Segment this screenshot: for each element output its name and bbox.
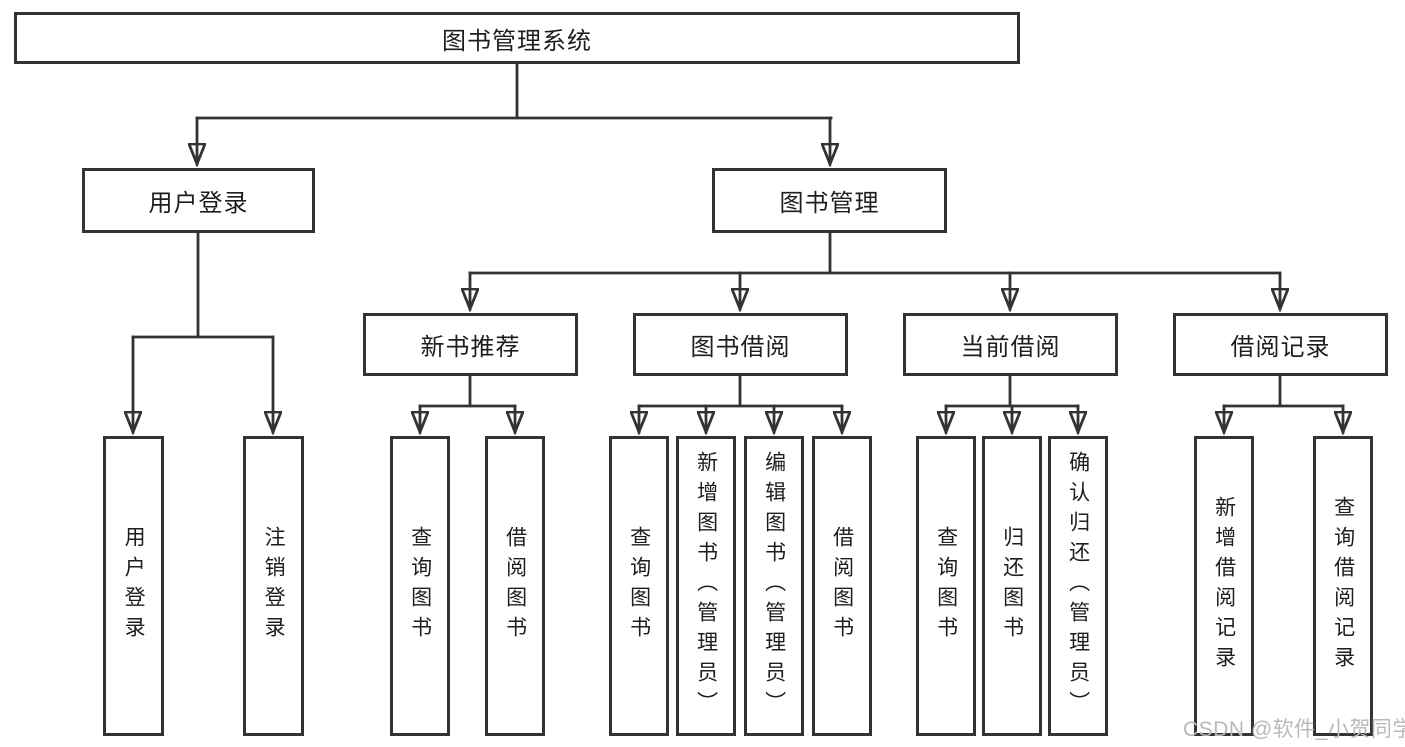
leaf-records-query-record: 查询借阅记录 (1313, 436, 1373, 736)
leaf-user-login: 用户登录 (103, 436, 164, 736)
leaf-borrowing-edit-books-admin-label: 编辑图书（管理员） (762, 451, 786, 721)
leaf-borrowing-query-books: 查询图书 (609, 436, 669, 736)
node-current-borrowing-label: 当前借阅 (960, 334, 1061, 361)
leaf-current-query-books: 查询图书 (916, 436, 976, 736)
leaf-recommend-query-books: 查询图书 (390, 436, 450, 736)
node-book-borrowing-label: 图书借阅 (690, 334, 791, 361)
node-user-login-label: 用户登录 (148, 190, 249, 217)
node-book-management: 图书管理 (712, 168, 947, 233)
leaf-current-confirm-return-admin: 确认归还（管理员） (1048, 436, 1108, 736)
leaf-borrowing-query-books-label: 查询图书 (627, 526, 651, 646)
leaf-borrowing-borrow-books: 借阅图书 (812, 436, 872, 736)
leaf-borrowing-edit-books-admin: 编辑图书（管理员） (744, 436, 804, 736)
leaf-current-confirm-return-admin-label: 确认归还（管理员） (1066, 451, 1090, 721)
leaf-borrowing-borrow-books-label: 借阅图书 (830, 526, 854, 646)
node-new-book-recommend: 新书推荐 (363, 313, 578, 376)
leaf-borrowing-add-books-admin-label: 新增图书（管理员） (694, 451, 718, 721)
node-book-borrowing: 图书借阅 (633, 313, 848, 376)
node-new-book-recommend-label: 新书推荐 (420, 334, 521, 361)
leaf-current-return-books-label: 归还图书 (1000, 526, 1024, 646)
node-current-borrowing: 当前借阅 (903, 313, 1118, 376)
connector-arrows-level3 (470, 271, 1280, 309)
node-root-label: 图书管理系统 (442, 27, 592, 55)
leaf-user-login-label: 用户登录 (122, 526, 146, 646)
node-borrowing-records-label: 借阅记录 (1230, 334, 1331, 361)
leaf-recommend-borrow-books-label: 借阅图书 (503, 526, 527, 646)
leaf-borrowing-add-books-admin: 新增图书（管理员） (676, 436, 736, 736)
node-user-login: 用户登录 (82, 168, 315, 233)
leaf-records-add-record-label: 新增借阅记录 (1212, 496, 1236, 676)
connector-arrows-user-login (133, 335, 273, 432)
leaf-current-return-books: 归还图书 (982, 436, 1042, 736)
node-borrowing-records: 借阅记录 (1173, 313, 1388, 376)
leaf-recommend-borrow-books: 借阅图书 (485, 436, 545, 736)
leaf-records-query-record-label: 查询借阅记录 (1331, 496, 1355, 676)
leaf-current-query-books-label: 查询图书 (934, 526, 958, 646)
leaf-recommend-query-books-label: 查询图书 (408, 526, 432, 646)
node-book-management-label: 图书管理 (779, 190, 880, 217)
leaf-logout: 注销登录 (243, 436, 304, 736)
node-root-library-system: 图书管理系统 (14, 12, 1020, 64)
leaf-logout-label: 注销登录 (262, 526, 286, 646)
connector-arrows-leaves (420, 404, 1343, 432)
csdn-watermark: CSDN @软件_小贺同学 (1183, 718, 1405, 741)
connector-arrows-level2 (197, 116, 830, 164)
leaf-records-add-record: 新增借阅记录 (1194, 436, 1254, 736)
